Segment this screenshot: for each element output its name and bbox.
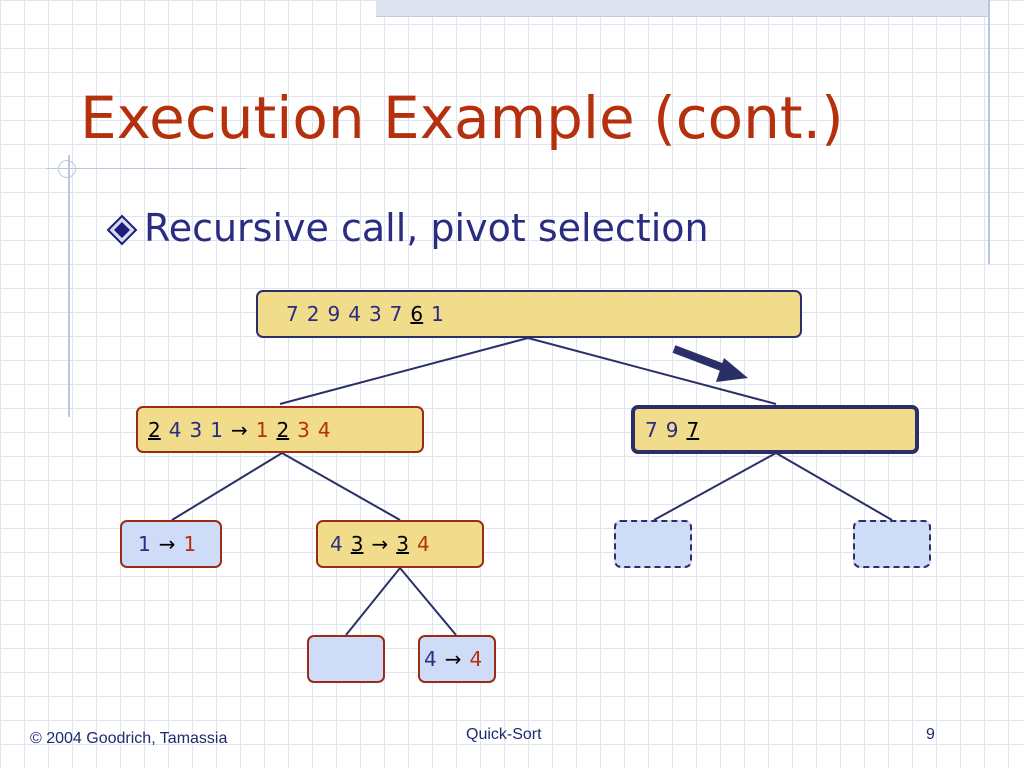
right-input-value: 9 bbox=[665, 417, 679, 442]
left-output-pivot: 2 bbox=[276, 417, 290, 442]
mid-output-value: 4 bbox=[416, 532, 430, 556]
arrow-icon: → bbox=[230, 417, 248, 442]
edge-left-mid bbox=[281, 452, 401, 521]
right-rule bbox=[988, 0, 990, 264]
placeholder-node bbox=[853, 520, 931, 568]
bullet-text: Recursive call, pivot selection bbox=[144, 206, 709, 250]
edge-left-leaf1 bbox=[171, 452, 283, 521]
edge-right-dashed2 bbox=[775, 452, 893, 521]
mid-pivot: 3 bbox=[350, 532, 364, 556]
leaf-node-1: 1 → 1 bbox=[120, 520, 222, 568]
title-underline bbox=[46, 168, 246, 169]
right-node-active: 7 9 7 bbox=[631, 405, 919, 454]
root-value: 9 bbox=[327, 302, 341, 326]
mid-input-value: 4 bbox=[330, 532, 343, 556]
placeholder-node bbox=[614, 520, 692, 568]
left-input-value: 4 bbox=[168, 417, 182, 442]
leaf-node-4: 4 → 4 bbox=[418, 635, 496, 683]
arrow-icon: → bbox=[444, 647, 462, 671]
left-input-value: 1 bbox=[210, 417, 223, 442]
leaf-input-value: 4 bbox=[424, 647, 437, 671]
left-pivot: 2 bbox=[148, 417, 161, 442]
root-value: 4 bbox=[348, 302, 361, 326]
left-rule bbox=[68, 155, 70, 417]
arrow-icon: → bbox=[158, 532, 176, 556]
leaf-input-value: 1 bbox=[138, 532, 151, 556]
right-pivot: 7 bbox=[686, 417, 700, 442]
edge-mid-leaf4 bbox=[399, 567, 457, 636]
left-output-value: 3 bbox=[297, 417, 310, 442]
header-band bbox=[376, 0, 988, 17]
edge-root-left bbox=[279, 337, 529, 405]
footer-page-number: 9 bbox=[926, 726, 935, 743]
leaf-output-value: 4 bbox=[469, 647, 483, 671]
edge-root-right bbox=[527, 337, 777, 405]
arrow-icon: → bbox=[371, 532, 389, 556]
left-output-value: 4 bbox=[317, 417, 331, 442]
leaf-output-value: 1 bbox=[183, 532, 197, 556]
footer-copyright: © 2004 Goodrich, Tamassia bbox=[30, 730, 228, 747]
root-value: 2 bbox=[306, 302, 320, 326]
root-value: 7 bbox=[286, 302, 299, 326]
edge-right-dashed1 bbox=[653, 452, 777, 521]
pointer-arrow-icon bbox=[672, 345, 748, 382]
root-pivot: 6 bbox=[410, 302, 424, 326]
mid-output-pivot: 3 bbox=[396, 532, 409, 556]
root-value: 7 bbox=[389, 302, 403, 326]
root-value: 3 bbox=[368, 302, 382, 326]
root-value: 1 bbox=[431, 302, 444, 326]
edge-mid-empty bbox=[345, 567, 401, 636]
slide-title: Execution Example (cont.) bbox=[80, 84, 844, 152]
left-node: 2 4 3 1 → 1 2 3 4 bbox=[136, 406, 424, 453]
rule-ring bbox=[58, 160, 76, 178]
empty-leaf-node bbox=[307, 635, 385, 683]
root-node: 7 2 9 4 3 7 6 1 bbox=[256, 290, 802, 338]
left-input-value: 3 bbox=[189, 417, 203, 442]
right-input-value: 7 bbox=[645, 417, 658, 442]
mid-node: 4 3 → 3 4 bbox=[316, 520, 484, 568]
left-output-value: 1 bbox=[255, 417, 269, 442]
diamond-bullet-icon bbox=[106, 214, 138, 246]
footer-topic: Quick-Sort bbox=[466, 726, 542, 743]
